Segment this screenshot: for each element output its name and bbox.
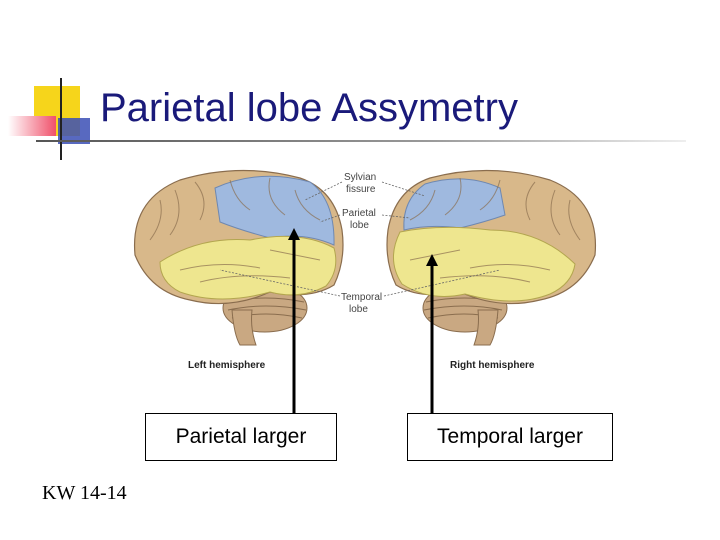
vertical-rule xyxy=(60,78,62,160)
left-parietal-lobe xyxy=(214,175,335,246)
parietal-larger-text: Parietal larger xyxy=(175,425,307,448)
right-temporal-lobe xyxy=(393,226,576,302)
label-right-hemisphere: Right hemisphere xyxy=(450,360,535,371)
label-left-hemisphere: Left hemisphere xyxy=(188,360,266,371)
label-parietal-2: lobe xyxy=(350,220,369,231)
leader-lines xyxy=(219,181,501,297)
red-square xyxy=(8,116,56,136)
parietal-larger-callout: Parietal larger xyxy=(145,413,337,461)
temporal-larger-text: Temporal larger xyxy=(437,425,583,448)
label-sylvian-1: Sylvian xyxy=(344,172,376,183)
brain-hemispheres-figure: Sylvian fissure Parietal lobe Temporal l… xyxy=(133,169,597,371)
left-brainstem xyxy=(231,309,257,346)
slide-footer: KW 14-14 xyxy=(42,482,127,504)
title-decoration xyxy=(0,0,120,170)
label-temporal-2: lobe xyxy=(349,304,368,315)
temporal-larger-callout: Temporal larger xyxy=(407,413,613,461)
blue-square xyxy=(58,118,90,144)
right-parietal-lobe xyxy=(403,178,506,231)
title-underline xyxy=(36,140,686,142)
slide-title: Parietal lobe Assymetry xyxy=(100,86,518,130)
left-temporal-lobe xyxy=(159,235,337,300)
label-parietal-1: Parietal xyxy=(342,208,376,219)
right-brainstem xyxy=(473,309,499,346)
left-hemisphere-brain xyxy=(133,169,344,346)
label-temporal-1: Temporal xyxy=(341,292,382,303)
right-hemisphere-brain xyxy=(386,169,597,346)
label-sylvian-2: fissure xyxy=(346,184,376,195)
